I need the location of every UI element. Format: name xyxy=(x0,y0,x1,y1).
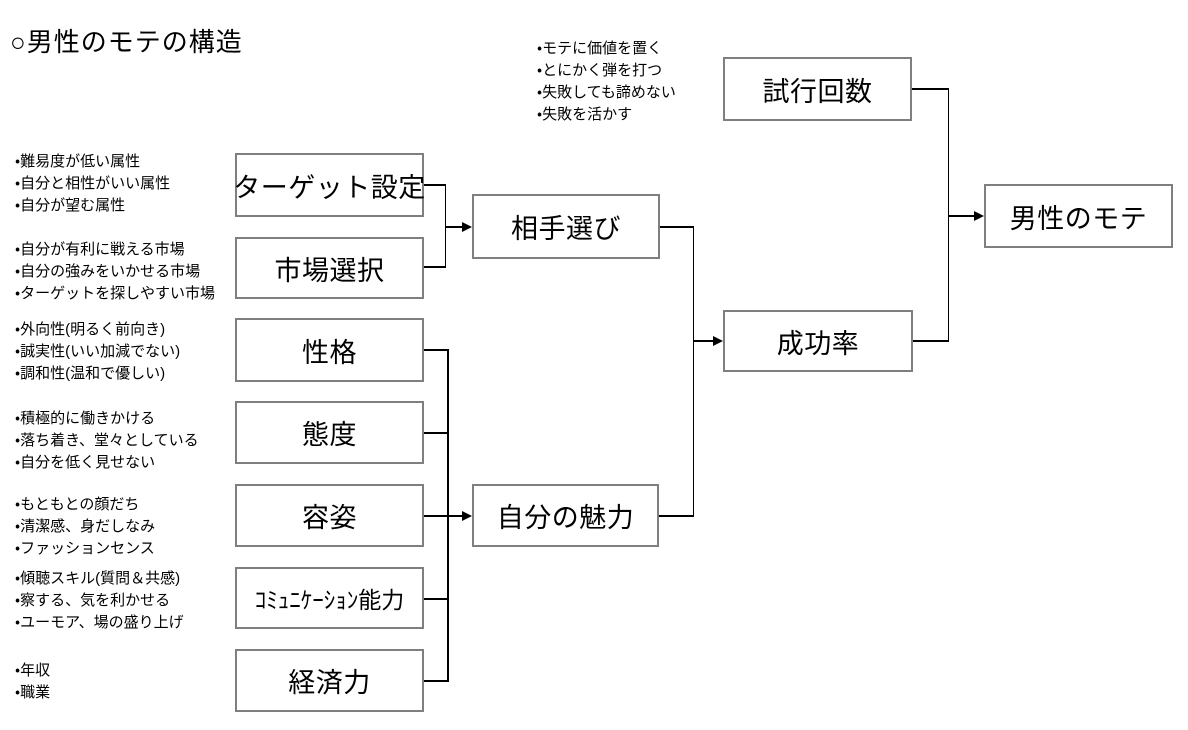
node-appearance: 容姿 xyxy=(235,484,424,547)
node-success-rate-label: 成功率 xyxy=(776,328,860,359)
node-communication-label: ｺﾐｭﾆｹｰｼｮﾝ能力 xyxy=(254,587,405,613)
arrowhead-male-popularity-icon xyxy=(974,211,984,221)
arrowhead-partner-choice-icon xyxy=(462,222,472,232)
bullets-personality: ・外向性(明るく前向き) ・誠実性(いい加減でない) ・調和性(温和で優しい) xyxy=(15,321,181,382)
node-appearance-label: 容姿 xyxy=(302,503,357,533)
node-partner-choice: 相手選び xyxy=(472,194,660,259)
bullets-economic: ・年収 ・職業 xyxy=(15,662,51,701)
node-attitude: 態度 xyxy=(235,401,424,464)
diagram-title: ○男性のモテの構造 xyxy=(10,27,243,57)
connector-economic-stub xyxy=(424,680,449,682)
node-personality: 性格 xyxy=(235,318,424,382)
node-success-rate: 成功率 xyxy=(723,310,913,372)
bullets-target: ・難易度が低い属性 ・自分と相性がいい属性 ・自分が望む属性 xyxy=(15,153,171,214)
node-communication: ｺﾐｭﾆｹｰｼｮﾝ能力 xyxy=(235,567,424,629)
node-trial-count-label: 試行回数 xyxy=(762,76,873,107)
node-self-charm: 自分の魅力 xyxy=(472,484,659,547)
node-economic-power: 経済力 xyxy=(235,649,424,712)
connector-arrow-shaft-success xyxy=(692,340,715,342)
node-economic-power-label: 経済力 xyxy=(288,668,371,698)
connector-arrow-shaft-partner xyxy=(444,226,465,228)
node-target-setting: ターゲット設定 xyxy=(233,153,426,217)
node-attitude-label: 態度 xyxy=(302,420,357,450)
connector-success-stub xyxy=(913,340,949,342)
arrowhead-success-rate-icon xyxy=(713,336,723,346)
connector-target-stub xyxy=(424,184,446,186)
bullets-trial: ・モテに価値を置く ・とにかく弾を打つ ・失敗しても諦めない ・失敗を活かす xyxy=(537,40,676,123)
connector-trial-stub xyxy=(912,88,949,90)
node-trial-count: 試行回数 xyxy=(723,57,912,121)
node-self-charm-label: 自分の魅力 xyxy=(496,503,635,533)
bullets-attitude: ・積極的に働きかける ・落ち着き、堂々としている ・自分を低く見せない xyxy=(15,410,199,471)
bullets-market: ・自分が有利に戦える市場 ・自分の強みをいかせる市場 ・ターゲットを探しやすい市… xyxy=(15,241,215,302)
connector-partner-stub xyxy=(660,226,694,228)
bullets-communication: ・傾聴スキル(質問＆共感) ・察する、気を利かせる ・ユーモア、場の盛り上げ xyxy=(15,570,184,631)
connector-personality-stub xyxy=(424,349,449,351)
node-target-setting-label: ターゲット設定 xyxy=(233,172,426,203)
connector-market-stub xyxy=(424,266,446,268)
connector-traits-bus xyxy=(447,349,449,681)
node-market-selection-label: 市場選択 xyxy=(274,255,385,286)
node-male-popularity-label: 男性のモテ xyxy=(1009,203,1148,234)
connector-charm-stub xyxy=(659,515,694,517)
node-male-popularity: 男性のモテ xyxy=(984,184,1173,248)
connector-arrow-shaft-final xyxy=(947,215,976,217)
connector-communication-stub xyxy=(424,598,449,600)
connector-attitude-stub xyxy=(424,432,449,434)
arrowhead-self-charm-icon xyxy=(462,511,472,521)
node-market-selection: 市場選択 xyxy=(235,237,424,299)
connector-target-market-bus xyxy=(444,184,446,267)
node-personality-label: 性格 xyxy=(302,337,357,368)
connector-mid-bus xyxy=(692,226,694,517)
node-partner-choice-label: 相手選び xyxy=(511,214,621,244)
connector-appearance-arrow-shaft xyxy=(424,515,464,517)
bullets-appearance: ・もともとの顔だち ・清潔感、身だしなみ ・ファッションセンス xyxy=(15,496,156,557)
